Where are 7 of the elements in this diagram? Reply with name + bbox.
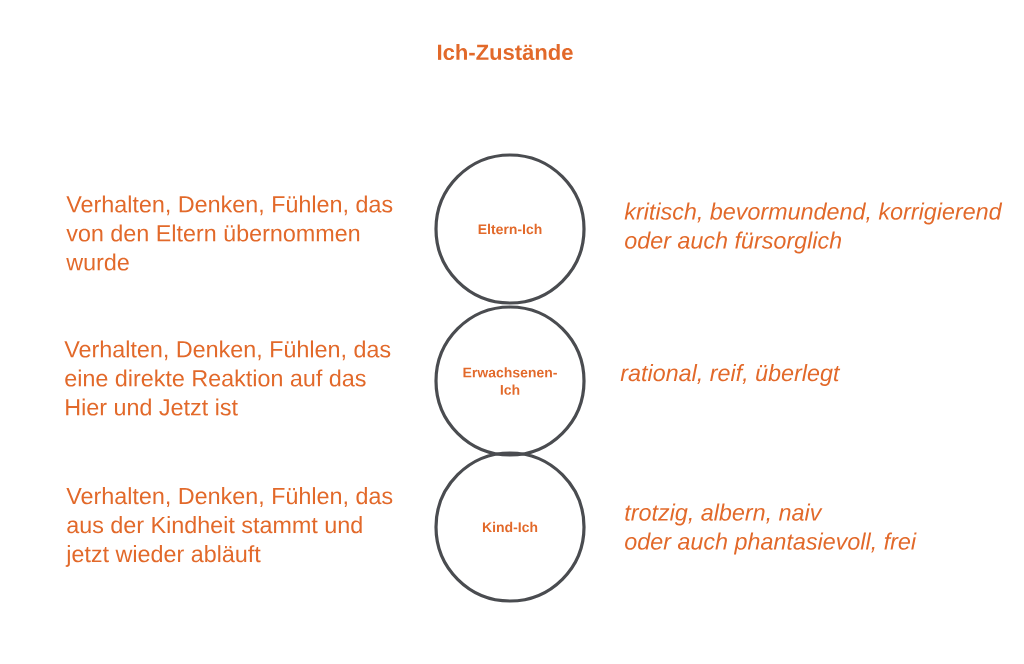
trait-text: rational, reif, überlegt: [620, 364, 841, 386]
title: Ich-Zustände: [438, 43, 573, 61]
description-text: Verhalten, Denken, Fühlen, das aus der Kindheit stammt und jetzt wieder abläuft: [65, 487, 393, 567]
trait-text: kritisch, bevormundend, korrigierend oder auch fürsorglich: [624, 202, 1003, 254]
description-text: Verhalten, Denken, Fühlen, das von den Eltern übernommen wurde: [66, 195, 393, 271]
trait-text: trotzig, albern, naiv oder auch phantasievoll, frei: [625, 503, 917, 555]
description-text: Verhalten, Denken, Fühlen, das eine direkte Reaktion auf das Hier und Jetzt ist: [64, 340, 391, 416]
